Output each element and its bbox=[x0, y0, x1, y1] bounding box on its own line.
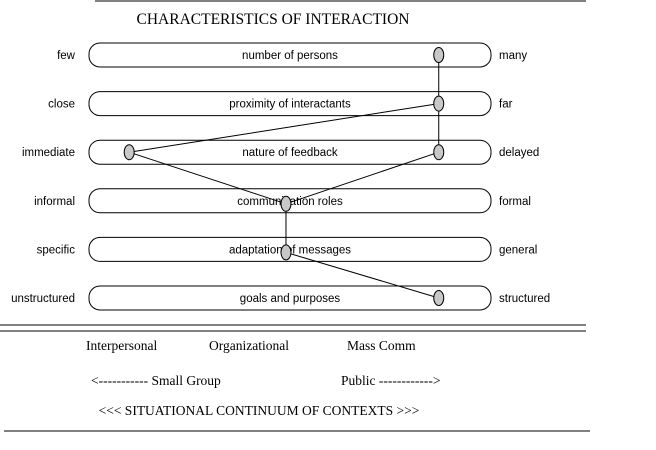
profile-marker bbox=[123, 144, 135, 161]
dimension-right-label: far bbox=[499, 99, 513, 111]
dimension-right-label: structured bbox=[499, 293, 550, 305]
profile-marker bbox=[433, 95, 445, 112]
dimension-row: close proximity of interactants far bbox=[48, 91, 513, 117]
dimension-left-label: informal bbox=[34, 196, 75, 208]
context-public: Public ------------> bbox=[341, 373, 440, 388]
dimension-row: immediate nature of feedback delayed bbox=[22, 139, 539, 165]
profile-connector bbox=[285, 251, 439, 299]
dimension-left-label: immediate bbox=[22, 147, 75, 159]
profile-connector bbox=[129, 103, 439, 153]
dimension-right-label: many bbox=[499, 50, 527, 62]
profile-marker bbox=[280, 244, 292, 261]
dimension-center-label: goals and purposes bbox=[240, 293, 341, 305]
dimension-right-label: delayed bbox=[499, 147, 539, 159]
context-interpersonal: Interpersonal bbox=[86, 338, 157, 353]
profile-marker bbox=[433, 290, 445, 306]
dimension-center-label: number of persons bbox=[242, 50, 338, 62]
context-small-group: <----------- Small Group bbox=[91, 373, 221, 388]
profile-marker bbox=[433, 47, 445, 63]
dimension-bar bbox=[88, 188, 492, 214]
context-organizational: Organizational bbox=[209, 338, 289, 353]
continuum-label: <<< SITUATIONAL CONTINUUM OF CONTEXTS >>… bbox=[99, 403, 420, 418]
dimension-rows: few number of persons many close proximity o… bbox=[11, 42, 550, 311]
dimension-left-label: few bbox=[57, 50, 76, 62]
dimension-row: unstructured goals and purposes structured bbox=[11, 285, 550, 311]
dimension-bar bbox=[88, 236, 492, 262]
dimension-left-label: specific bbox=[37, 244, 76, 256]
diagram-title: CHARACTERISTICS OF INTERACTION bbox=[137, 11, 410, 28]
dimension-bar bbox=[88, 285, 492, 311]
profile-lines bbox=[129, 55, 440, 299]
dimension-bar bbox=[88, 42, 492, 68]
dimension-bar bbox=[88, 139, 492, 165]
dimension-left-label: unstructured bbox=[11, 293, 75, 305]
profile-marker bbox=[433, 144, 445, 161]
dimension-center-label: nature of feedback bbox=[242, 147, 338, 159]
dimension-right-label: general bbox=[499, 244, 537, 256]
profile-connector bbox=[129, 151, 287, 205]
profile-marker bbox=[280, 195, 292, 212]
dimension-bar bbox=[88, 91, 492, 117]
dimension-right-label: formal bbox=[499, 196, 531, 208]
profile-points bbox=[123, 47, 445, 306]
dimension-left-label: close bbox=[48, 99, 75, 111]
profile-connector bbox=[285, 151, 439, 205]
dimension-center-label: proximity of interactants bbox=[229, 99, 351, 111]
context-mass-comm: Mass Comm bbox=[347, 338, 416, 353]
dimension-row: few number of persons many bbox=[57, 42, 527, 68]
